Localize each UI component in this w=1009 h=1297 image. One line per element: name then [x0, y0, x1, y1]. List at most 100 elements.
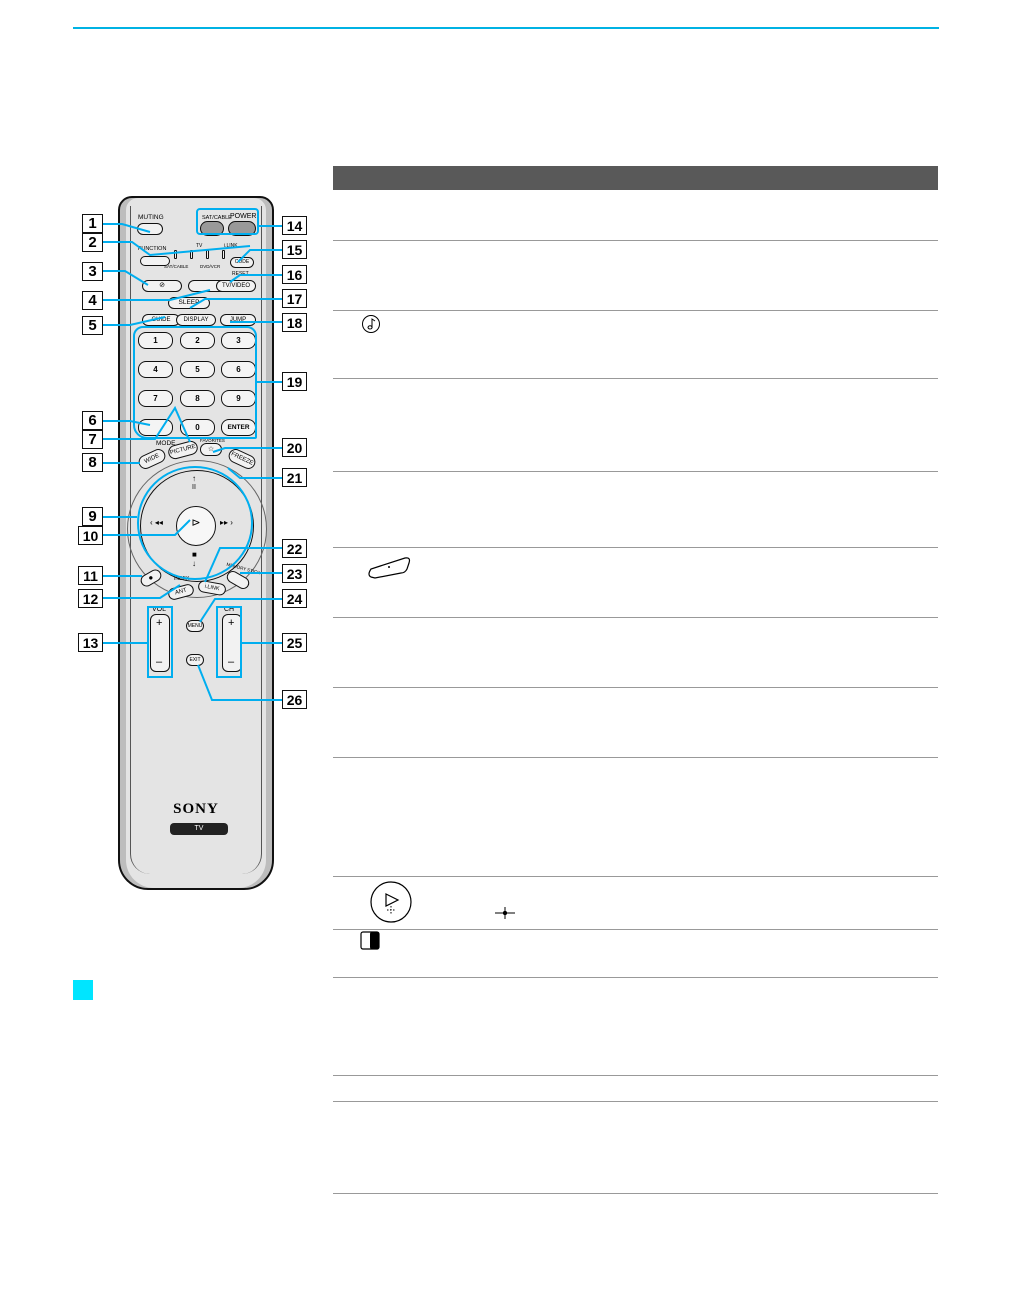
function-led-2 [190, 250, 193, 259]
callout-21: 21 [282, 468, 307, 487]
callout-17: 17 [282, 289, 307, 308]
enter-label: ENTER [227, 424, 250, 431]
exit-button[interactable]: EXIT [186, 654, 204, 666]
callout-2: 2 [82, 233, 103, 252]
callout-13: 13 [78, 633, 103, 652]
menu-button[interactable]: MENU [186, 620, 204, 632]
jump-label: JUMP [229, 317, 247, 323]
sound-mode-button[interactable]: ⊘ [142, 280, 182, 292]
ilink-button-label: i.LINK [204, 583, 220, 593]
callout-3: 3 [82, 262, 103, 281]
keypad-button-8[interactable]: 8 [180, 390, 215, 407]
callout-23: 23 [282, 564, 307, 583]
callout-11: 11 [78, 566, 103, 585]
callout-26: 26 [282, 690, 307, 709]
display-button[interactable]: DISPLAY [176, 314, 216, 326]
callout-22: 22 [282, 539, 307, 558]
slanted-button-icon [368, 557, 411, 579]
wide-label: WIDE [143, 452, 161, 466]
table-row-divider [333, 1101, 938, 1102]
power-button[interactable] [228, 221, 256, 236]
volume-minus: – [156, 656, 163, 668]
channel-plus: + [228, 617, 235, 629]
callout-5: 5 [82, 316, 103, 335]
callout-18: 18 [282, 313, 307, 332]
favorites-label: FAVORITES [200, 438, 225, 443]
sound-note-icon [362, 315, 380, 333]
nav-ring-highlight [137, 466, 253, 580]
vol-highlight-box [147, 606, 173, 678]
function-led-4 [222, 250, 225, 259]
reset-label: RESET [232, 271, 249, 277]
volume-rocker[interactable]: + – [150, 614, 170, 672]
joystick-press-symbol-icon [495, 907, 515, 919]
code-button[interactable]: CODE [230, 257, 254, 268]
callout-7: 7 [82, 430, 103, 449]
callout-24: 24 [282, 589, 307, 608]
table-row-divider [333, 310, 938, 311]
table-row-divider [333, 876, 938, 877]
function-led-1 [174, 250, 177, 259]
channel-minus: – [228, 656, 235, 668]
callout-10: 10 [78, 526, 103, 545]
dvd-vcr-sub-label: DVD/VCR [200, 264, 221, 269]
keypad-highlight-box [133, 326, 257, 439]
callout-4: 4 [82, 291, 103, 310]
exit-label: EXIT [189, 657, 201, 663]
menu-label: MENU [187, 623, 203, 629]
callout-1: 1 [82, 214, 103, 233]
joystick-center-icon [370, 881, 412, 923]
ilink-function-label: i.LINK [224, 243, 238, 249]
callout-9: 9 [82, 507, 103, 526]
favorites-button[interactable]: ☆ [200, 443, 222, 456]
callout-6: 6 [82, 411, 103, 430]
vol-label: VOL [152, 606, 167, 613]
keypad-button-2[interactable]: 2 [180, 332, 215, 349]
keypad-button-5[interactable]: 5 [180, 361, 215, 378]
power-label: POWER [230, 213, 257, 220]
section-marker [73, 980, 93, 1000]
callout-15: 15 [282, 240, 307, 259]
function-led-3 [206, 250, 209, 259]
table-row-divider [333, 1075, 938, 1076]
callout-19: 19 [282, 372, 307, 391]
callout-8: 8 [82, 453, 103, 472]
picture-label: PICTURE [169, 443, 197, 457]
sony-logo: SONY [173, 801, 219, 817]
table-row-divider [333, 471, 938, 472]
sat-cable-sub-label: SAT/CABLE [164, 264, 189, 269]
sleep-button[interactable]: SLEEP [168, 297, 210, 309]
code-label: CODE [234, 259, 250, 265]
tv-function-label: TV [196, 243, 203, 249]
ch-highlight-box [216, 606, 242, 678]
table-header-bar [333, 166, 938, 190]
muting-label: MUTING [138, 214, 164, 221]
sat-cable-power-button[interactable] [200, 221, 224, 236]
keypad-button-4[interactable]: 4 [138, 361, 173, 378]
function-label: FUNCTION [138, 246, 167, 252]
table-row-divider [333, 240, 938, 241]
index-label: INDEX [174, 576, 190, 582]
callout-25: 25 [282, 633, 307, 652]
callout-12: 12 [78, 589, 103, 608]
table-row-divider [333, 1193, 938, 1194]
table-row-divider [333, 617, 938, 618]
volume-plus: + [156, 617, 163, 629]
tv-badge: TV [170, 823, 228, 835]
function-button[interactable] [140, 256, 170, 266]
power-highlight-box [196, 208, 259, 235]
callout-20: 20 [282, 438, 307, 457]
display-label: DISPLAY [183, 317, 209, 323]
table-row-divider [333, 757, 938, 758]
ant-label: ANT [174, 587, 188, 597]
table-row-divider [333, 977, 938, 978]
table-row-divider [333, 687, 938, 688]
table-row-divider [333, 929, 938, 930]
muting-button[interactable] [137, 223, 163, 235]
guide-button[interactable]: GUIDE [142, 314, 180, 326]
callout-14: 14 [282, 216, 307, 235]
sleep-label: SLEEP [178, 299, 200, 306]
memory-stick-slot-icon [360, 931, 380, 950]
jump-button[interactable]: JUMP [220, 314, 256, 326]
tv-video-button[interactable]: TV/VIDEO [216, 280, 256, 292]
